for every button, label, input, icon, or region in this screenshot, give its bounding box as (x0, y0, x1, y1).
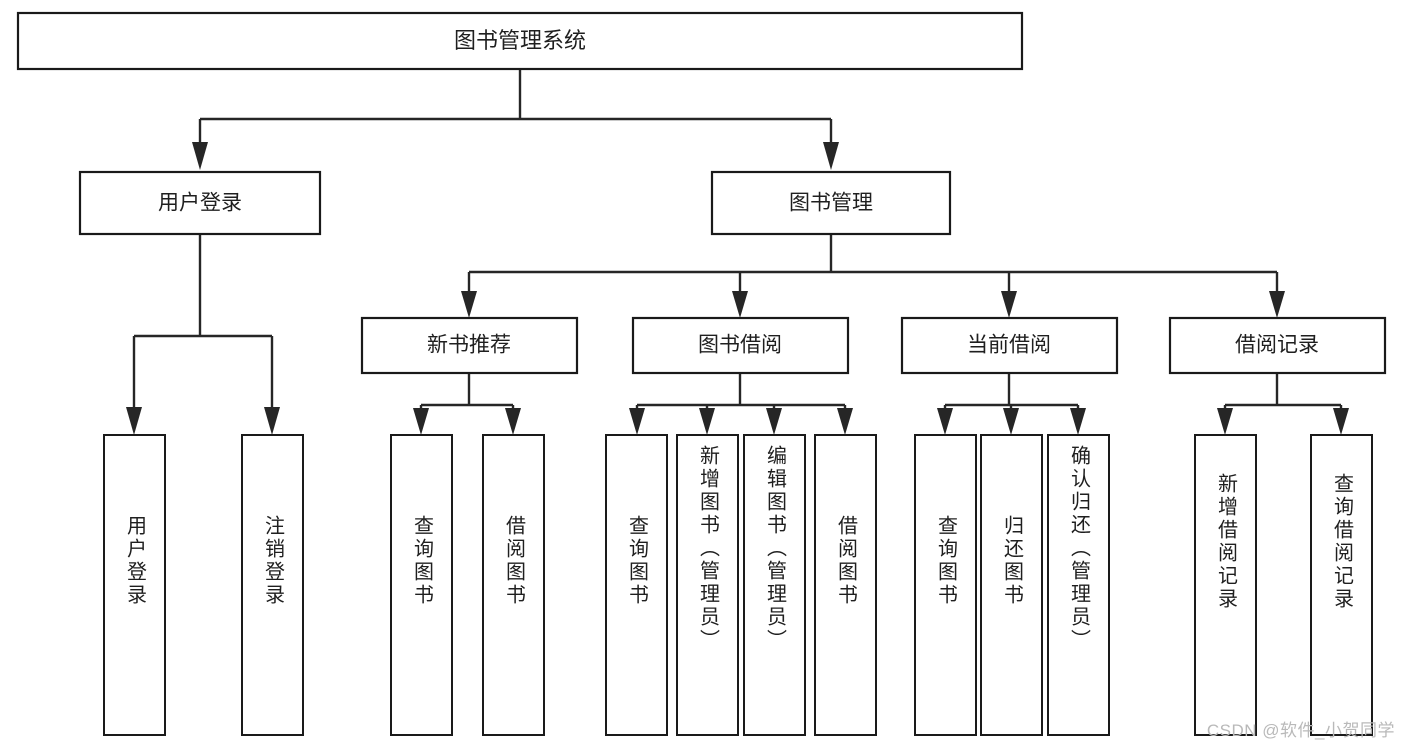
node-leaf-add-book-box[interactable] (676, 434, 739, 736)
node-book-borrow[interactable]: 图书借阅 (631, 316, 850, 375)
arrow-borrow-d (837, 408, 853, 435)
arrow-recommend-b (505, 408, 521, 435)
arrow-current-c (1070, 408, 1086, 435)
arrow-bm-to-record (1269, 291, 1285, 318)
arrow-current-a (937, 408, 953, 435)
node-leaf-user-login-box[interactable] (103, 434, 166, 736)
node-leaf-borrow-book-1-box[interactable] (482, 434, 545, 736)
node-root[interactable]: 图书管理系统 (16, 11, 1024, 71)
node-borrow-record-box[interactable] (1168, 316, 1387, 375)
node-new-book-recommend-box[interactable] (360, 316, 579, 375)
node-leaf-add-record-box[interactable] (1194, 434, 1257, 736)
node-book-borrow-box[interactable] (631, 316, 850, 375)
arrow-borrow-c (766, 408, 782, 435)
node-user-login-box[interactable] (78, 170, 322, 236)
node-leaf-query-book-3-box[interactable] (914, 434, 977, 736)
arrow-root-to-book-manage (823, 142, 839, 170)
connector-layer (126, 69, 1349, 435)
node-borrow-record[interactable]: 借阅记录 (1168, 316, 1387, 375)
node-borrow-record-label: 借阅记录 (1235, 334, 1319, 357)
node-leaf-borrow-book-2-box[interactable] (814, 434, 877, 736)
node-leaf-confirm-return-box[interactable] (1047, 434, 1110, 736)
arrow-record-b (1333, 408, 1349, 435)
node-leaf-logout-box[interactable] (241, 434, 304, 736)
node-root-label: 图书管理系统 (454, 28, 586, 53)
node-book-manage-box[interactable] (710, 170, 952, 236)
node-leaf-query-book-2-box[interactable] (605, 434, 668, 736)
node-book-manage-label: 图书管理 (789, 192, 873, 215)
arrow-recommend-a (413, 408, 429, 435)
arrow-borrow-b (699, 408, 715, 435)
arrow-user-login-b (264, 407, 280, 435)
node-current-borrow-box[interactable] (900, 316, 1119, 375)
node-book-manage[interactable]: 图书管理 (710, 170, 952, 236)
node-user-login[interactable]: 用户登录 (78, 170, 322, 236)
arrow-current-b (1003, 408, 1019, 435)
arrow-user-login-a (126, 407, 142, 435)
node-root-box[interactable] (16, 11, 1024, 71)
node-leaf-query-record-box[interactable] (1310, 434, 1373, 736)
arrow-bm-to-borrow (732, 291, 748, 318)
node-current-borrow[interactable]: 当前借阅 (900, 316, 1119, 375)
node-leaf-return-book-box[interactable] (980, 434, 1043, 736)
node-user-login-label: 用户登录 (158, 192, 242, 215)
arrow-root-to-user-login (192, 142, 208, 170)
node-leaf-edit-book-box[interactable] (743, 434, 806, 736)
node-current-borrow-label: 当前借阅 (967, 334, 1051, 357)
arrow-record-a (1217, 408, 1233, 435)
arrow-bm-to-current (1001, 291, 1017, 318)
node-leaf-query-book-1-box[interactable] (390, 434, 453, 736)
node-new-book-recommend[interactable]: 新书推荐 (360, 316, 579, 375)
watermark-text: CSDN @软件_小贺同学 (1206, 721, 1395, 740)
node-new-book-recommend-label: 新书推荐 (427, 334, 511, 357)
arrow-bm-to-recommend (461, 291, 477, 318)
arrow-borrow-a (629, 408, 645, 435)
node-book-borrow-label: 图书借阅 (698, 334, 782, 357)
